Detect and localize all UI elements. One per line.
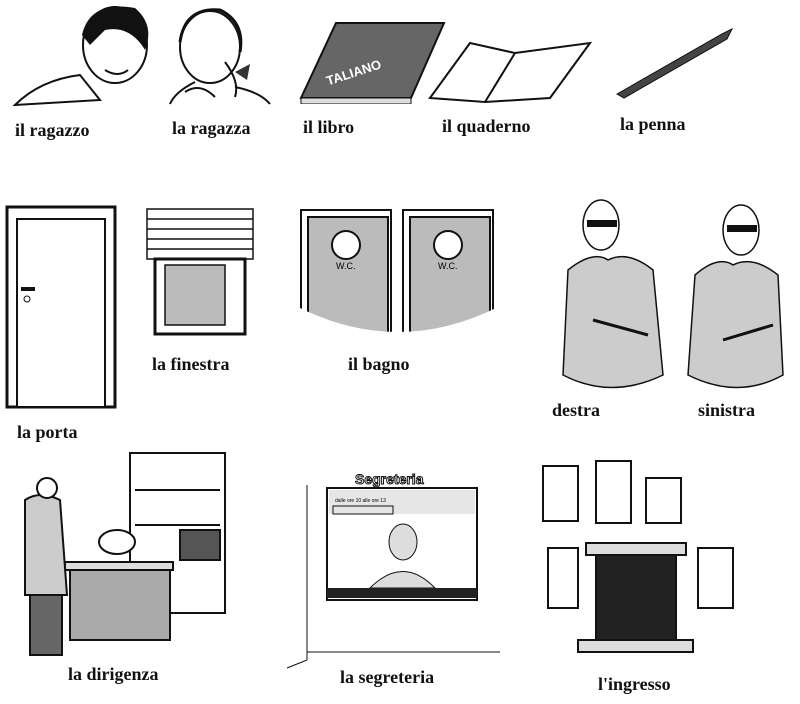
label-destra: destra	[552, 400, 600, 420]
man-pointing-right-icon	[553, 190, 668, 395]
pen-icon	[612, 24, 737, 99]
label-l-ingresso: l'ingresso	[598, 674, 671, 694]
man-pointing-left-icon	[683, 195, 793, 395]
label-il-ragazzo: il ragazzo	[15, 120, 90, 140]
secretary-window-icon: Segreteria dalle ore 10 alle ore 13	[285, 470, 505, 670]
door-icon	[5, 205, 117, 410]
label-il-bagno: il bagno	[348, 354, 410, 374]
building-entrance-icon	[538, 458, 738, 658]
book-icon: TALIANO	[296, 18, 448, 104]
girl-icon	[165, 2, 275, 107]
label-sinistra: sinistra	[698, 400, 756, 420]
notebook-icon	[425, 38, 595, 104]
label-la-finestra: la finestra	[152, 354, 230, 374]
label-il-libro: il libro	[303, 117, 355, 137]
boy-icon	[10, 0, 160, 108]
label-la-penna: la penna	[620, 114, 686, 134]
restroom-doors-icon: W.C. W.C.	[298, 207, 498, 337]
office-notice: dalle ore 10 alle ore 13	[335, 498, 386, 504]
label-la-dirigenza: la dirigenza	[68, 664, 159, 684]
manager-office-icon	[5, 450, 230, 665]
label-la-porta: la porta	[17, 422, 78, 442]
label-la-ragazza: la ragazza	[172, 118, 251, 138]
label-il-quaderno: il quaderno	[442, 116, 531, 136]
wc-sign-right: W.C.	[438, 261, 458, 271]
wc-sign-left: W.C.	[336, 261, 356, 271]
window-icon	[145, 207, 255, 337]
office-sign: Segreteria	[355, 471, 424, 487]
label-la-segreteria: la segreteria	[340, 667, 435, 687]
